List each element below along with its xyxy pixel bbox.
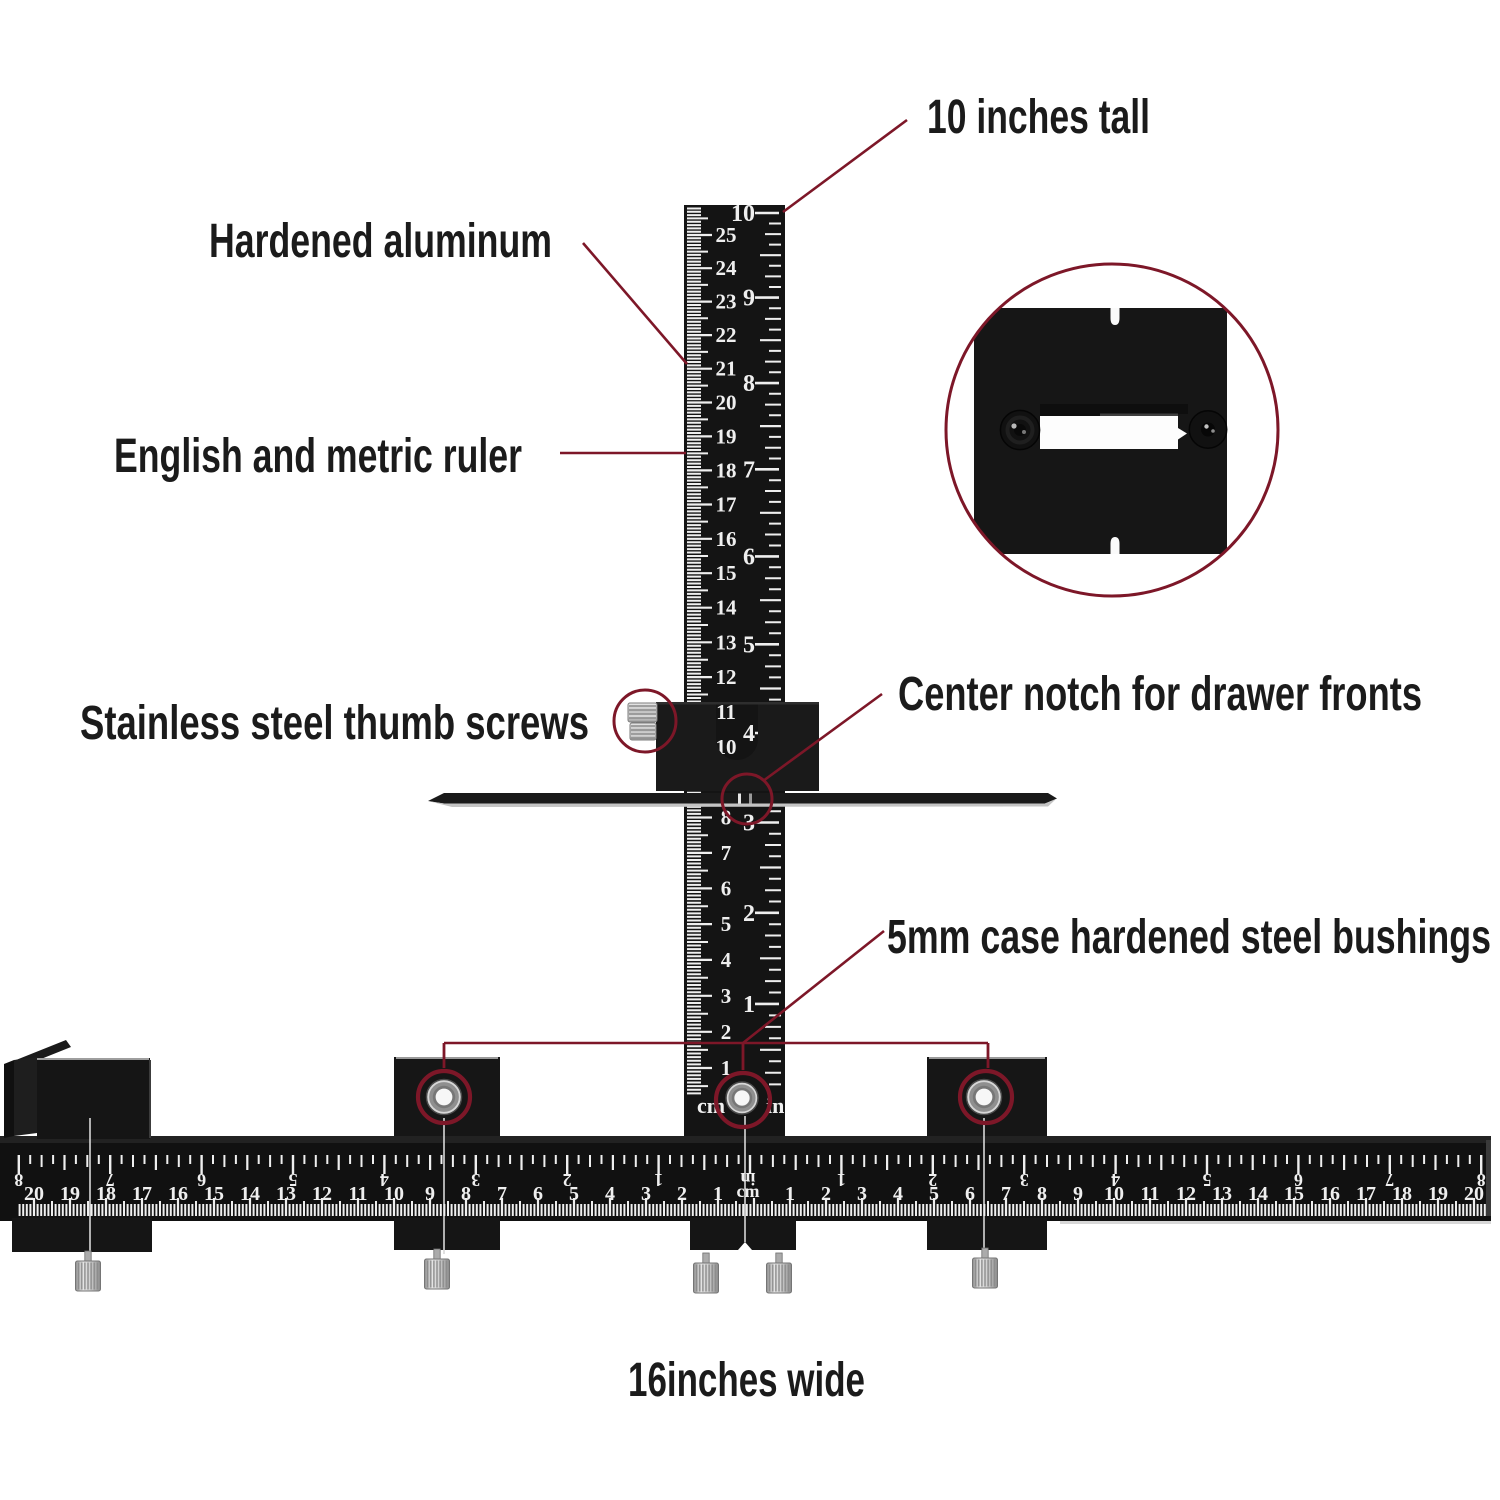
svg-text:9: 9	[1073, 1183, 1083, 1205]
svg-text:10: 10	[384, 1183, 404, 1205]
svg-text:10: 10	[731, 201, 755, 227]
svg-text:2: 2	[743, 901, 755, 927]
svg-text:17: 17	[132, 1183, 152, 1205]
svg-text:8: 8	[743, 371, 755, 397]
svg-text:cm: cm	[737, 1181, 760, 1201]
svg-text:11: 11	[716, 700, 736, 724]
svg-text:5: 5	[721, 912, 732, 936]
svg-text:15: 15	[204, 1183, 224, 1205]
svg-text:8: 8	[461, 1183, 471, 1205]
svg-text:6: 6	[721, 876, 732, 900]
svg-text:Center notch for drawer fronts: Center notch for drawer fronts	[898, 668, 1422, 721]
svg-text:14: 14	[1248, 1183, 1268, 1205]
svg-text:17: 17	[1356, 1183, 1376, 1205]
svg-text:9: 9	[743, 286, 755, 312]
svg-text:18: 18	[1392, 1183, 1412, 1205]
svg-text:8: 8	[721, 806, 732, 830]
svg-text:1: 1	[743, 992, 755, 1018]
svg-text:5: 5	[1203, 1170, 1212, 1190]
svg-text:19: 19	[1428, 1183, 1448, 1205]
svg-text:23: 23	[716, 290, 737, 314]
svg-text:9: 9	[425, 1183, 435, 1205]
svg-text:5: 5	[929, 1183, 939, 1205]
svg-text:English and metric ruler: English and metric ruler	[114, 430, 522, 483]
svg-text:5: 5	[289, 1170, 298, 1190]
svg-text:3: 3	[471, 1170, 480, 1190]
svg-text:4: 4	[893, 1183, 903, 1205]
svg-text:5: 5	[743, 632, 755, 658]
svg-text:4: 4	[1111, 1170, 1120, 1190]
svg-text:7: 7	[1385, 1170, 1394, 1190]
svg-text:12: 12	[312, 1183, 332, 1205]
svg-text:20: 20	[1464, 1183, 1484, 1205]
svg-text:18: 18	[96, 1183, 116, 1205]
svg-text:12: 12	[716, 665, 737, 689]
svg-text:2: 2	[563, 1170, 572, 1190]
svg-text:6: 6	[1294, 1170, 1303, 1190]
svg-text:6: 6	[533, 1183, 543, 1205]
svg-text:15: 15	[716, 561, 737, 585]
svg-text:7: 7	[1001, 1183, 1011, 1205]
svg-text:4: 4	[743, 721, 755, 747]
svg-text:17: 17	[716, 493, 737, 517]
svg-text:Stainless steel thumb screws: Stainless steel thumb screws	[80, 697, 589, 750]
svg-text:16: 16	[716, 527, 737, 551]
svg-text:11: 11	[1141, 1183, 1160, 1205]
svg-text:7: 7	[106, 1170, 115, 1190]
svg-text:7: 7	[743, 457, 755, 483]
svg-text:2: 2	[721, 1020, 732, 1044]
svg-text:7: 7	[497, 1183, 507, 1205]
svg-text:20: 20	[24, 1183, 44, 1205]
svg-text:1: 1	[654, 1170, 663, 1190]
svg-text:21: 21	[716, 357, 737, 381]
svg-text:19: 19	[60, 1183, 80, 1205]
svg-text:14: 14	[716, 596, 738, 620]
svg-text:10 inches tall: 10 inches tall	[927, 91, 1150, 144]
svg-text:16: 16	[168, 1183, 188, 1205]
svg-text:12: 12	[1176, 1183, 1196, 1205]
svg-text:3: 3	[857, 1183, 867, 1205]
svg-text:10: 10	[1104, 1183, 1124, 1205]
svg-text:3: 3	[1020, 1170, 1029, 1190]
svg-text:2: 2	[821, 1183, 831, 1205]
svg-text:6: 6	[965, 1183, 975, 1205]
svg-text:16: 16	[1320, 1183, 1340, 1205]
svg-text:15: 15	[1284, 1183, 1304, 1205]
svg-text:13: 13	[276, 1183, 296, 1205]
svg-text:8: 8	[14, 1170, 23, 1190]
svg-text:4: 4	[380, 1170, 389, 1190]
svg-text:5: 5	[569, 1183, 579, 1205]
svg-text:6: 6	[197, 1170, 206, 1190]
svg-text:20: 20	[716, 391, 737, 415]
svg-text:5mm case hardened steel bushin: 5mm case hardened steel bushings	[887, 911, 1491, 964]
svg-text:2: 2	[928, 1170, 937, 1190]
svg-text:19: 19	[716, 424, 737, 448]
svg-text:11: 11	[349, 1183, 368, 1205]
svg-text:25: 25	[716, 223, 737, 247]
svg-text:8: 8	[1477, 1170, 1486, 1190]
svg-text:3: 3	[641, 1183, 651, 1205]
svg-text:18: 18	[716, 458, 737, 482]
svg-text:1: 1	[721, 1056, 732, 1080]
svg-text:7: 7	[721, 841, 732, 865]
svg-text:13: 13	[716, 630, 737, 654]
svg-text:3: 3	[721, 984, 732, 1008]
svg-text:6: 6	[743, 544, 755, 570]
svg-text:1: 1	[713, 1183, 723, 1205]
svg-text:4: 4	[605, 1183, 615, 1205]
svg-text:14: 14	[240, 1183, 260, 1205]
svg-text:8: 8	[1037, 1183, 1047, 1205]
svg-text:22: 22	[716, 323, 737, 347]
svg-text:1: 1	[837, 1170, 846, 1190]
svg-text:13: 13	[1212, 1183, 1232, 1205]
svg-text:24: 24	[716, 256, 738, 280]
svg-text:2: 2	[677, 1183, 687, 1205]
svg-text:Hardened aluminum: Hardened aluminum	[209, 215, 552, 268]
svg-text:1: 1	[785, 1183, 795, 1205]
svg-text:4: 4	[721, 948, 732, 972]
svg-text:16inches wide: 16inches wide	[628, 1354, 865, 1407]
svg-text:in: in	[740, 1169, 755, 1189]
